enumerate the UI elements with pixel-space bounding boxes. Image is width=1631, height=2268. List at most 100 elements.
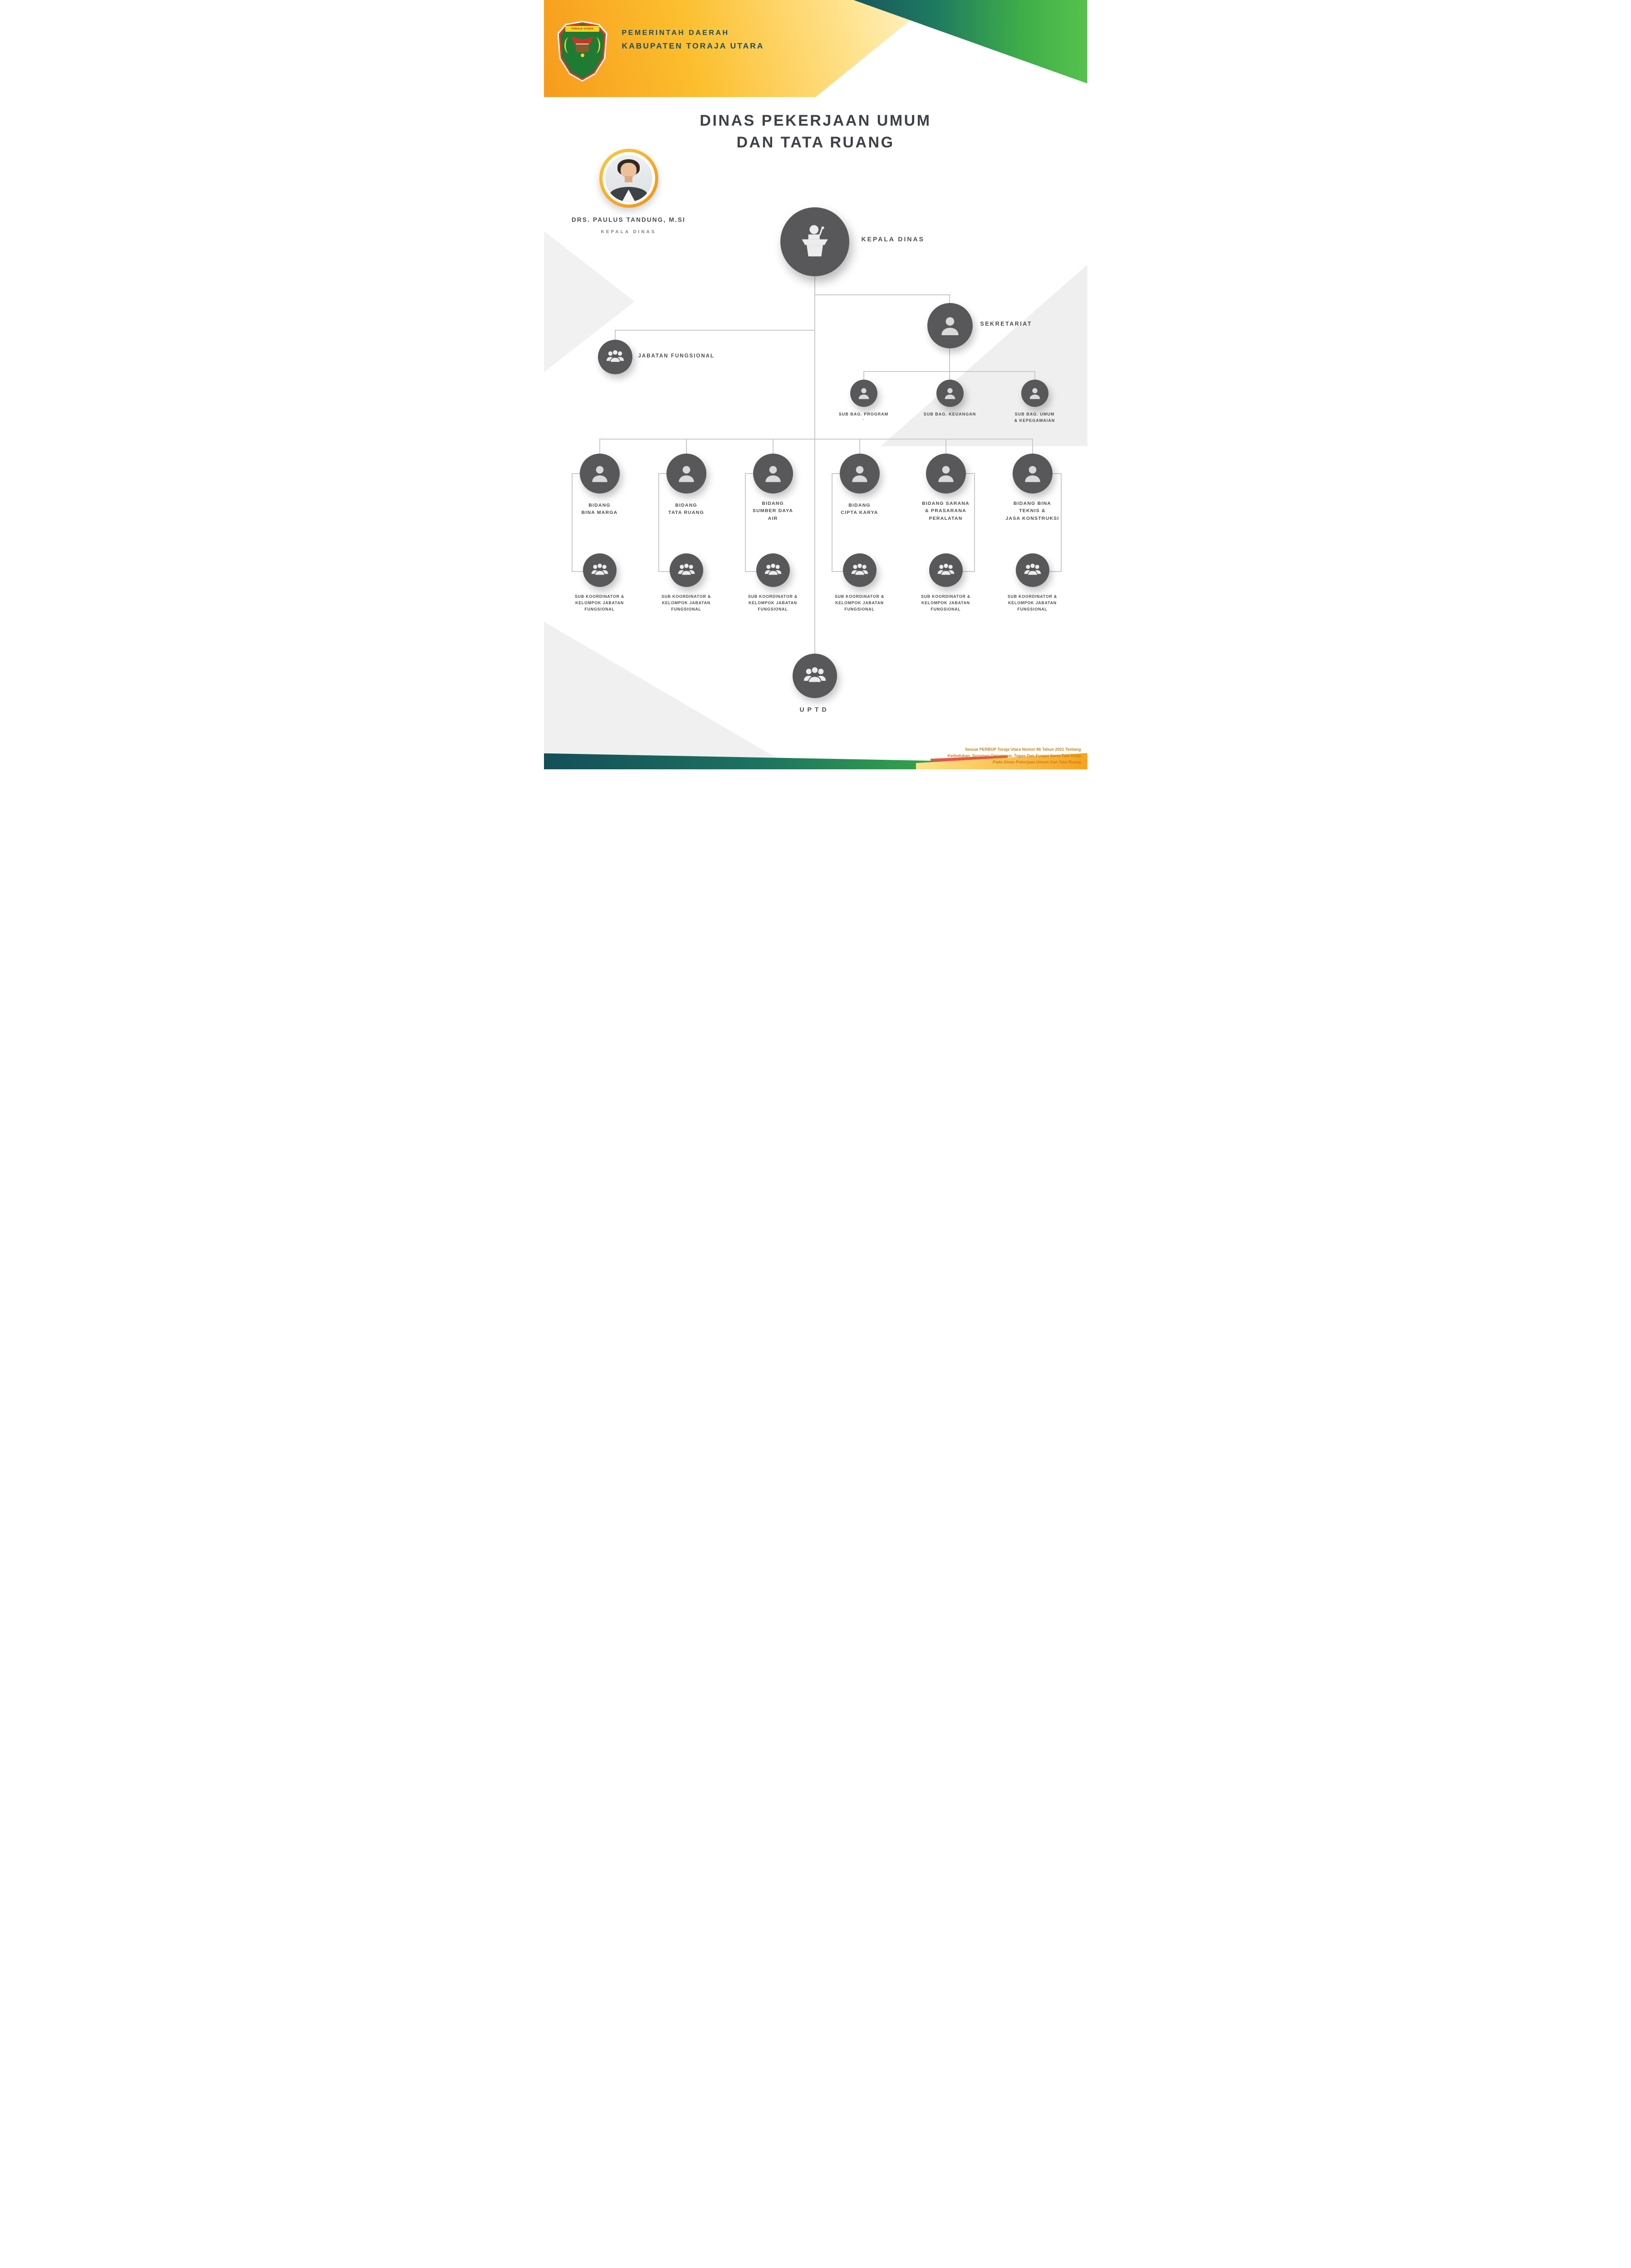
kepala-dinas-label: KEPALA DINAS: [861, 235, 925, 243]
sub-koordinator-label: SUB KOORDINATOR & KELOMPOK JABATAN FUNGS…: [661, 594, 711, 612]
footer-legal-text: Sesuai PERBUP Toraja Utara Nomor 86 Tahu…: [947, 747, 1081, 765]
connector: [614, 330, 616, 340]
org-node-uptd: [792, 654, 837, 698]
connector-bracket: [658, 473, 671, 572]
org-node-bidang-sumber-daya-air: [753, 454, 793, 494]
person-icon: [937, 313, 963, 338]
sub-bag-label: SUB BAG. PROGRAM: [838, 412, 889, 416]
official-name: DRS. PAULUS TANDUNG, M.SI: [571, 216, 686, 223]
people-group-icon: [1023, 560, 1043, 580]
connector: [949, 371, 950, 380]
people-group-icon: [676, 560, 696, 580]
org-node-sub-bag-keuangan: [936, 380, 964, 407]
jabatan-fungsional-label: JABATAN FUNGSIONAL: [638, 353, 715, 359]
connector-bracket: [831, 473, 844, 572]
connector: [1034, 371, 1035, 380]
connector: [599, 439, 600, 454]
emblem-banner: TORAJA UTARA: [565, 26, 599, 32]
people-group-icon: [850, 560, 870, 580]
portrait-photo: [605, 155, 652, 202]
uptd-label: UPTD: [799, 706, 830, 713]
person-icon: [848, 462, 871, 485]
org-node-bidang-cipta-karya: [839, 454, 880, 494]
org-node-sub-bag-umum: [1021, 380, 1048, 407]
connector-bracket: [1048, 473, 1062, 572]
connector: [599, 439, 1033, 440]
sub-bag-label: SUB BAG. KEUANGAN: [923, 412, 976, 416]
page-title-line2: DAN TATA RUANG: [736, 134, 895, 152]
sub-bag-label: SUB BAG. UMUM & KEPEGAWAIAN: [1014, 412, 1055, 423]
page-title-line1: DINAS PEKERJAAN UMUM: [700, 112, 931, 129]
org-node-bidang-bina-marga: [579, 454, 620, 494]
org-node-sekretariat: [927, 303, 973, 348]
org-chart-poster: TORAJA UTARA PEMERINTAH DAERAH KABUPATEN…: [544, 0, 1087, 769]
header-text: PEMERINTAH DAERAH KABUPATEN TORAJA UTARA: [622, 29, 764, 51]
org-node-sub-bag-program: [850, 380, 877, 407]
bidang-label: BIDANG CIPTA KARYA: [841, 503, 878, 516]
connector: [1032, 439, 1033, 454]
person-icon: [942, 386, 958, 401]
bidang-label: BIDANG TATA RUANG: [668, 503, 704, 516]
connector-bracket: [571, 473, 584, 572]
org-node-bidang-sarana-prasarana: [926, 454, 966, 494]
connector: [772, 439, 774, 454]
people-group-icon: [802, 663, 828, 689]
people-group-icon: [590, 560, 610, 580]
connector: [814, 294, 950, 295]
avatar-face: [620, 162, 637, 178]
avatar-neck: [625, 176, 632, 183]
rice-stalk-icon: [591, 37, 601, 54]
connector-bracket: [962, 473, 975, 572]
tongkonan-house-icon: [576, 44, 589, 52]
regency-line: KABUPATEN TORAJA UTARA: [622, 41, 764, 50]
stray-mark: `: [862, 419, 865, 423]
person-icon: [588, 462, 611, 485]
connector: [614, 330, 815, 331]
people-group-icon: [763, 560, 783, 580]
org-node-bidang-tata-ruang: [666, 454, 706, 494]
person-icon: [762, 462, 784, 485]
connector-bracket: [744, 473, 758, 572]
bidang-label: BIDANG BINA TEKNIS & JASA KONSTRUKSI: [1005, 501, 1059, 521]
org-node-sub-koordinator: [583, 553, 617, 587]
people-group-icon: [936, 560, 956, 580]
tongkonan-roof-icon: [571, 36, 593, 44]
connector: [686, 439, 687, 454]
org-node-sub-koordinator: [842, 553, 877, 587]
org-node-kepala-dinas: [780, 207, 849, 276]
org-node-sub-koordinator: [669, 553, 703, 587]
person-icon: [935, 462, 957, 485]
podium-icon: [795, 222, 834, 261]
person-icon: [1027, 386, 1043, 401]
government-line: PEMERINTAH DAERAH: [622, 29, 730, 37]
emblem-ornament: [580, 54, 584, 57]
org-node-sub-koordinator: [929, 553, 963, 587]
page-title: DINAS PEKERJAAN UMUM DAN TATA RUANG: [544, 110, 1087, 154]
bidang-label: BIDANG SUMBER DAYA AIR: [752, 501, 793, 521]
org-node-sub-koordinator: [756, 553, 790, 587]
person-icon: [675, 462, 698, 485]
connector: [945, 439, 946, 454]
sekretariat-label: SEKRETARIAT: [980, 321, 1033, 327]
connector: [859, 439, 860, 454]
connector: [814, 275, 815, 654]
sub-koordinator-label: SUB KOORDINATOR & KELOMPOK JABATAN FUNGS…: [1007, 594, 1058, 612]
sub-koordinator-label: SUB KOORDINATOR & KELOMPOK JABATAN FUNGS…: [921, 594, 971, 612]
connector: [863, 371, 864, 380]
bidang-label: BIDANG SARANA & PRASARANA PERALATAN: [922, 501, 970, 521]
org-node-sub-koordinator: [1015, 553, 1049, 587]
official-portrait: [599, 149, 658, 208]
connector: [949, 294, 950, 303]
people-group-icon: [605, 347, 626, 367]
org-node-jabatan-fungsional: [598, 340, 632, 374]
rice-stalk-icon: [564, 37, 574, 54]
sub-koordinator-label: SUB KOORDINATOR & KELOMPOK JABATAN FUNGS…: [834, 594, 885, 612]
official-position: KEPALA DINAS: [601, 230, 656, 235]
person-icon: [1021, 462, 1044, 485]
bidang-label: BIDANG BINA MARGA: [581, 503, 618, 516]
connector: [949, 348, 950, 371]
person-icon: [856, 386, 872, 401]
sub-koordinator-label: SUB KOORDINATOR & KELOMPOK JABATAN FUNGS…: [574, 594, 625, 612]
org-node-bidang-bina-teknis: [1012, 454, 1053, 494]
sub-koordinator-label: SUB KOORDINATOR & KELOMPOK JABATAN FUNGS…: [748, 594, 798, 612]
